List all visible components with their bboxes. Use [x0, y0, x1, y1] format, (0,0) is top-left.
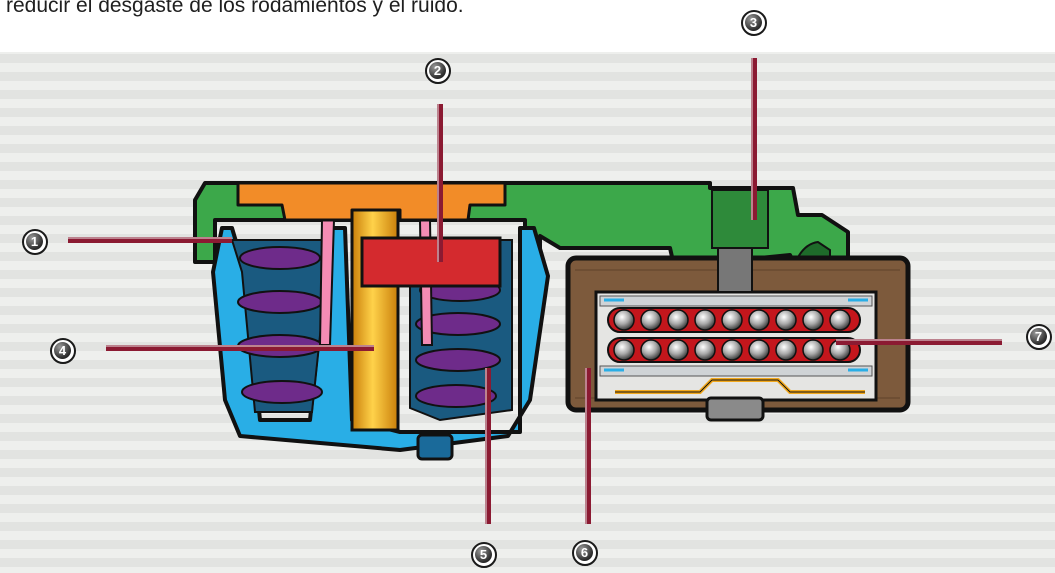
bearing-stud-bottom: [705, 396, 765, 422]
callout-number-1: 1: [26, 233, 43, 250]
red-damper-block: [360, 236, 502, 288]
cup-foot: [416, 433, 454, 461]
roller-row-bottom: [607, 337, 861, 363]
callout-number-7: 7: [1030, 328, 1047, 345]
callout-number-2: 2: [429, 62, 446, 79]
roller-row-top: [607, 307, 861, 333]
callout-badge-1: 1: [22, 229, 48, 255]
callout-badge-6: 6: [572, 540, 598, 566]
blue-cup: [211, 226, 550, 452]
callout-number-5: 5: [475, 546, 492, 563]
callout-badge-2: 2: [425, 58, 451, 84]
callout-badge-5: 5: [471, 542, 497, 568]
callout-number-6: 6: [576, 544, 593, 561]
caption-text: reducir el desgaste de los rodamientos y…: [6, 0, 464, 17]
callout-badge-4: 4: [50, 338, 76, 364]
callout-badge-7: 7: [1026, 324, 1052, 350]
caption-band: [0, 0, 1055, 52]
housing-post: [711, 189, 769, 249]
callout-number-3: 3: [745, 14, 762, 31]
bearing-stud-top: [717, 247, 753, 293]
callout-number-4: 4: [54, 342, 71, 359]
yellow-shaft: [350, 188, 400, 432]
callout-badge-3: 3: [741, 10, 767, 36]
